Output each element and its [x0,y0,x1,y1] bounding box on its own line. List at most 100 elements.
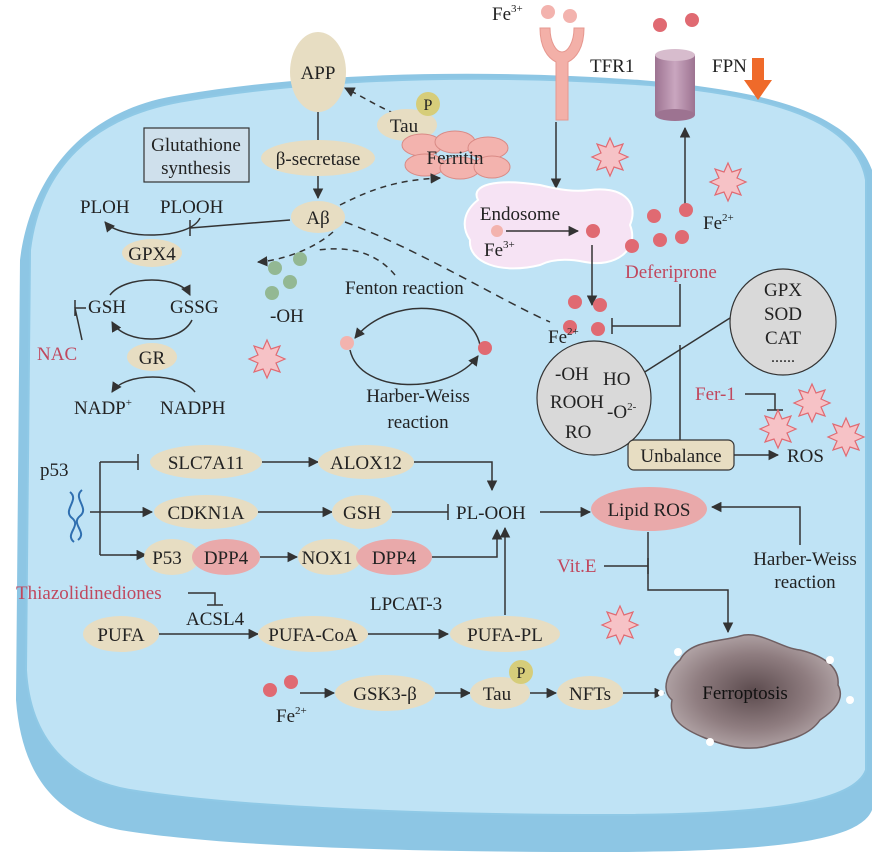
endosome: Endosome Fe3+ [463,181,634,270]
ferritin-cluster: Ferritin [401,130,511,180]
nac-label: NAC [37,344,77,365]
vite-inhibit-line [604,558,649,574]
tau-bottom-node: Tau P [470,660,533,709]
thiazolidinediones-label: Thiazolidinediones [16,583,162,604]
lipid-ros-node: Lipid ROS [591,487,707,531]
harber-weiss-label-1: Harber-Weiss [366,386,470,407]
nac-to-gsh-line [74,300,86,341]
fe2-bottom-label: Fe2+ [276,705,307,727]
svg-text:Lipid ROS: Lipid ROS [608,500,691,521]
svg-text:GR: GR [139,348,166,369]
svg-text:DPP4: DPP4 [204,548,249,569]
fenton-to-oh-dashed [317,248,396,276]
gsk3b-node: GSK3-β [335,675,435,711]
svg-text:-O2-: -O2- [607,401,637,423]
fe-out-dot-2 [685,13,699,27]
svg-text:ROOH: ROOH [550,392,604,413]
fer1-inhibit-line [745,393,783,411]
gsh-inhibit-plooh-line [392,504,449,520]
gssg-label: GSSG [170,297,219,318]
gssg-to-gsh-arc [111,319,193,340]
pufa-node: PUFA [83,616,159,652]
hw2-to-lipidros-arrow [710,501,801,545]
gsh-label: GSH [88,297,126,318]
svg-text:GPX4: GPX4 [128,244,176,265]
svg-text:Ferritin: Ferritin [427,148,484,169]
ros-burst-icon [247,136,866,646]
alox12-node: ALOX12 [318,445,414,479]
svg-text:HO: HO [603,369,630,390]
svg-text:-OH: -OH [555,364,589,385]
p53-dpp4-complex: P53 DPP4 [144,539,260,575]
svg-text:β-secretase: β-secretase [276,149,361,170]
svg-text:Unbalance: Unbalance [640,446,721,467]
dna-helix-icon [67,489,85,543]
slc7a11-node: SLC7A11 [150,445,262,479]
alox-to-plooh-arrow [414,461,498,492]
cell-background [16,73,872,853]
svg-text:GSH: GSH [343,503,381,524]
svg-text:RO: RO [565,422,591,443]
svg-text:Fe2+: Fe2+ [703,212,734,234]
svg-text:SLC7A11: SLC7A11 [168,453,244,474]
gr-node: GR [127,343,177,371]
svg-text:P: P [424,97,433,114]
hydroxyl-cluster: -OH [265,252,307,327]
fpn-label: FPN [712,56,747,77]
nadp-label: NADP+ [74,397,132,419]
svg-text:PUFA-PL: PUFA-PL [467,625,543,646]
fe3-top-dot-1 [541,5,555,19]
nox-to-plooh-arrow [432,528,503,558]
svg-text:P53: P53 [152,548,182,569]
deferiprone-inhibit-line [611,284,681,334]
cell-body [24,77,867,817]
svg-text:CDKN1A: CDKN1A [167,503,244,524]
svg-text:P: P [517,665,526,682]
fe2-bottom-dot-2 [284,675,298,689]
pufa-pl-node: PUFA-PL [450,616,560,652]
app-node: APP [290,32,346,112]
p53-branch-lines [90,461,150,556]
svg-text:Endosome: Endosome [480,204,560,225]
svg-text:Fe2+: Fe2+ [548,326,579,348]
enzymes-to-balance-line [639,317,731,376]
svg-text:GSK3-β: GSK3-β [353,684,417,705]
phospho-badge-top [416,92,440,116]
phospho-badge-bottom [509,660,533,684]
svg-text:-OH: -OH [270,306,304,327]
tfr1-receptor [539,27,585,121]
abeta-node: Aβ [291,201,345,233]
svg-text:NOX1: NOX1 [302,548,353,569]
harber-lower-arc [349,349,479,386]
svg-text:CAT: CAT [765,328,801,349]
fpn-decrease-arrow-icon [744,58,772,100]
unbalance-box: Unbalance [627,439,735,471]
svg-text:synthesis: synthesis [161,158,231,179]
nadph-label: NADPH [160,398,226,419]
fe-out-dot-1 [653,18,667,32]
ploh-label: PLOH [80,197,130,218]
svg-text:Ferroptosis: Ferroptosis [702,683,788,704]
plooh-to-ploh-arc [104,217,201,236]
lpcat3-label: LPCAT-3 [370,594,442,615]
nox1-dpp4-complex: NOX1 DPP4 [298,539,432,575]
fe2-bottom-dot-1 [263,683,277,697]
fe2-right-cluster: Fe2+ [625,203,734,253]
tfr1-label: TFR1 [590,56,634,77]
fe3-top-dot-2 [563,9,577,23]
svg-text:Tau: Tau [483,684,512,705]
beta-secretase-node: β-secretase [261,140,375,176]
svg-text:Fe3+: Fe3+ [484,239,515,261]
plooh-mid-label: PL-OOH [456,503,526,524]
tau-to-app-arrow [344,87,406,119]
fe2-middle-cluster: Fe2+ [548,295,607,348]
harber-weiss-label-2: reaction [387,412,449,433]
deferiprone-label: Deferiprone [625,262,717,283]
svg-text:PUFA-CoA: PUFA-CoA [268,625,358,646]
harber-weiss-2-label-2: reaction [774,572,836,593]
svg-text:NFTs: NFTs [569,684,611,705]
fpn-channel [655,49,695,121]
fenton-upper-arc [354,307,481,346]
p53-label: p53 [40,460,69,481]
abeta-to-ferritin-arrow [339,173,442,206]
